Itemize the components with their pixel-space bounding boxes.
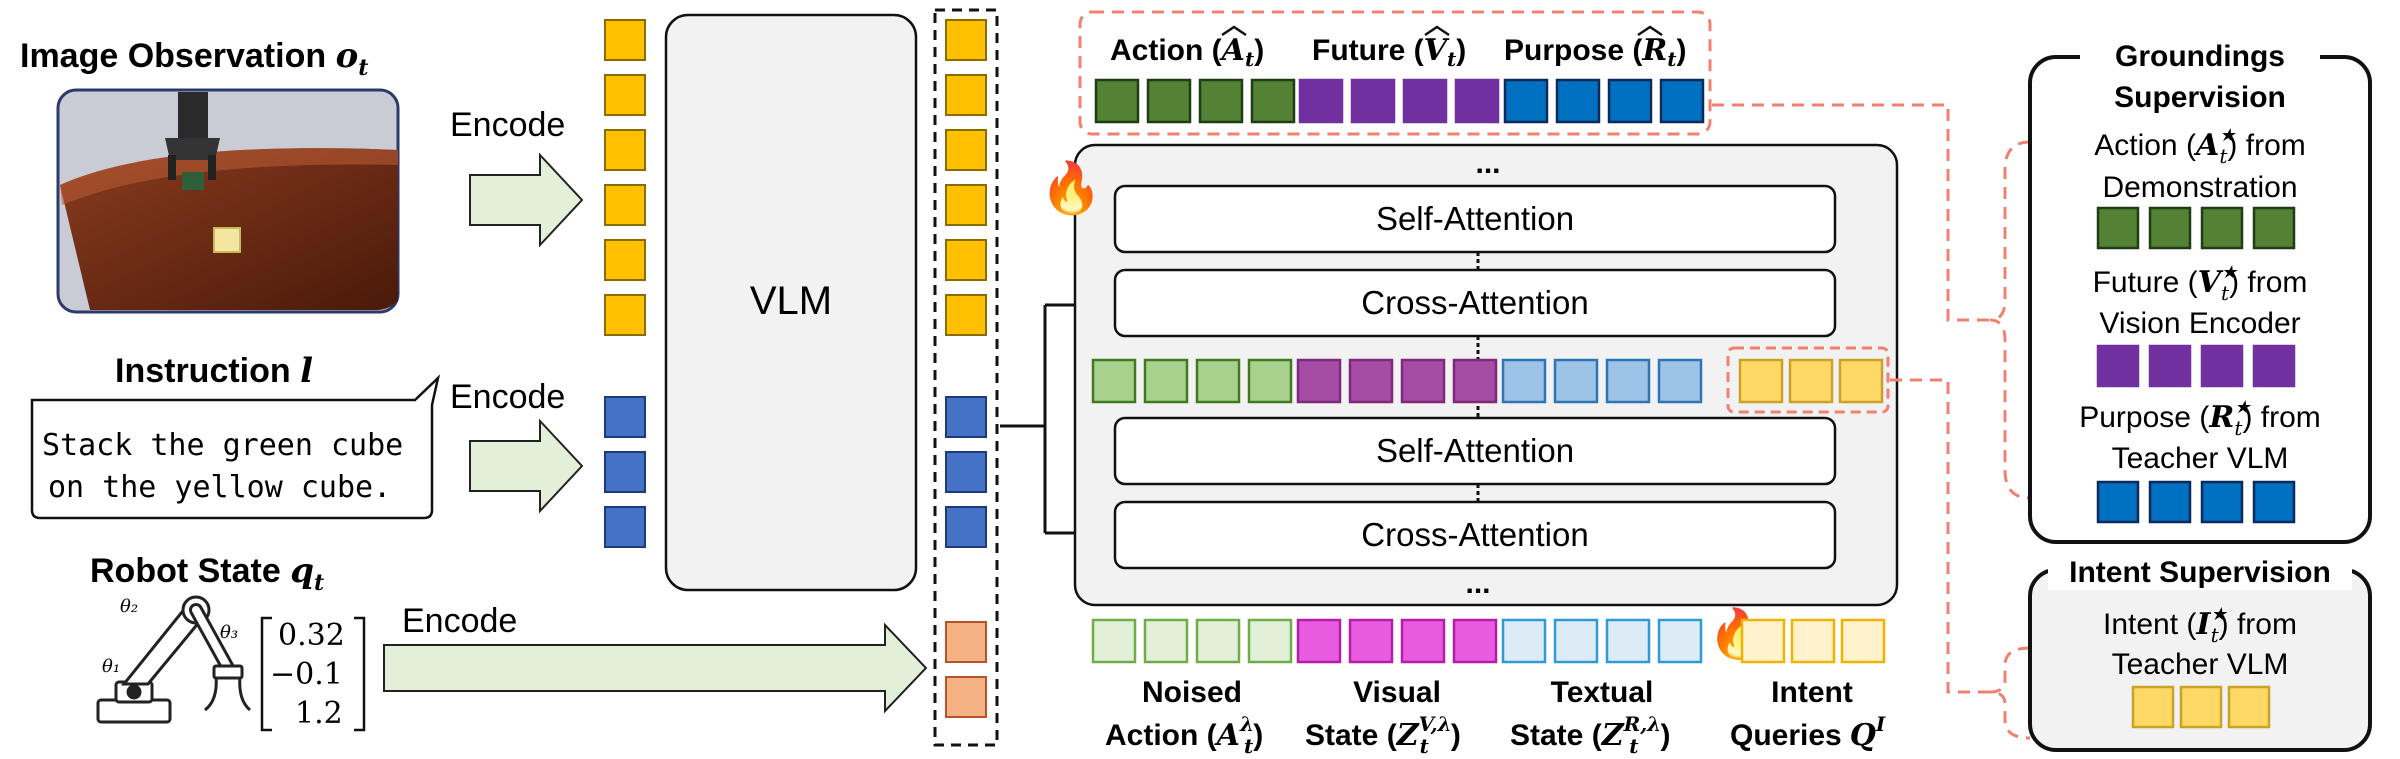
dashed-connector-intent: [1890, 378, 1990, 694]
groundings-action-tokens: [2096, 206, 2296, 250]
instruction-text-line1: Stack the green cube: [42, 428, 403, 463]
groundings-brace: [1989, 140, 2031, 500]
ellipsis-top: ...: [1475, 147, 1500, 180]
groundings-future-tokens: [2096, 344, 2296, 388]
encode-arrow-image: [469, 152, 584, 248]
self-attention-block-1: [1113, 184, 1837, 254]
mid-textual-tokens: [1501, 358, 1703, 404]
encode-arrow-instruction: [469, 418, 584, 514]
vlm-label: VLM: [750, 279, 832, 323]
noised-action-label-1: Noised: [1142, 676, 1242, 709]
state-bracket-left: [260, 616, 272, 732]
groundings-action-line1: Action (A★t) from: [2094, 125, 2306, 168]
state-value-3: 1.2: [295, 696, 343, 731]
bottom-intent-tokens: [1740, 618, 1886, 664]
cross-attention-label-2: Cross-Attention: [1361, 516, 1588, 553]
dashed-connector-top: [1712, 103, 1990, 322]
connector-line: [1000, 305, 1047, 533]
image-tokens-column: [604, 19, 646, 336]
top-action-tokens: [1094, 78, 1296, 124]
theta-2-label: θ₂: [120, 596, 138, 617]
encode-arrow-state: [383, 622, 928, 714]
ellipsis-bottom: ...: [1465, 567, 1490, 600]
theta-1-label: θ₁: [102, 656, 120, 677]
intent-brace: [1989, 646, 2031, 740]
text-tokens-column: [604, 396, 646, 548]
theta-3-label: θ₃: [220, 622, 238, 643]
top-purpose-tokens: [1503, 78, 1705, 124]
vlm-output-state-tokens: [945, 621, 987, 718]
visual-state-label-1: Visual: [1353, 676, 1441, 709]
intent-supervision-tokens: [2131, 685, 2271, 729]
bottom-action-tokens: [1091, 618, 1293, 664]
cross-attention-block-1: [1113, 268, 1837, 338]
groundings-purpose-tokens: [2096, 480, 2296, 524]
instruction-speech-bubble: [30, 374, 441, 520]
encode-label-instruction: Encode: [450, 378, 565, 416]
state-value-2: −0.1: [270, 657, 343, 692]
top-label-purpose: Purpose (Rt): [1504, 33, 1687, 71]
bottom-textual-tokens: [1501, 618, 1703, 664]
vlm-box: [664, 13, 918, 592]
top-future-tokens: [1298, 78, 1500, 124]
self-attention-block-2: [1113, 416, 1837, 486]
groundings-future-line1: Future (V★t) from: [2093, 262, 2308, 305]
state-bracket-right: [354, 616, 366, 732]
intent-supervision-line2: Teacher VLM: [2112, 648, 2289, 681]
robot-state-title: Robot State qt: [90, 551, 324, 596]
groundings-purpose-line1: Purpose (R★t) from: [2079, 397, 2321, 440]
vlm-output-image-tokens: [945, 19, 987, 336]
groundings-future-line2: Vision Encoder: [2099, 307, 2300, 340]
top-predictions-dashed-box: [1078, 10, 1712, 136]
image-observation-title: Image Observation ot: [20, 36, 368, 81]
cross-attention-label-1: Cross-Attention: [1361, 284, 1588, 321]
vlm-output-text-tokens: [945, 396, 987, 548]
state-value-1: 0.32: [278, 618, 345, 653]
self-attention-label-1: Self-Attention: [1376, 200, 1574, 237]
robot-scene-photo: [56, 88, 400, 314]
intent-queries-label-1: Intent: [1771, 676, 1853, 709]
groundings-title-2: Supervision: [2114, 81, 2286, 114]
cross-attention-block-2: [1113, 500, 1837, 570]
intent-supervision-title: Intent Supervision: [2069, 556, 2331, 589]
groundings-purpose-line2: Teacher VLM: [2112, 442, 2289, 475]
encode-label-state: Encode: [402, 602, 517, 640]
instruction-text-line2: on the yellow cube.: [48, 470, 391, 505]
textual-state-label-1: Textual: [1551, 676, 1654, 709]
self-attention-label-2: Self-Attention: [1376, 432, 1574, 469]
mid-intent-tokens: [1738, 358, 1884, 404]
robot-arm-icon: [96, 595, 252, 724]
instruction-title: Instruction l: [115, 351, 313, 391]
groundings-action-line2: Demonstration: [2102, 171, 2297, 204]
mid-intent-dashed-box: [1726, 346, 1890, 414]
mid-action-tokens: [1091, 358, 1293, 404]
top-label-action: Action (At): [1110, 33, 1264, 71]
groundings-title-1: Groundings: [2115, 40, 2285, 73]
mid-visual-tokens: [1296, 358, 1498, 404]
bottom-visual-tokens: [1296, 618, 1498, 664]
intent-supervision-line1: Intent (I★t) from: [2103, 604, 2297, 647]
top-label-future: Future (Vt): [1312, 33, 1466, 71]
encode-label-image: Encode: [450, 106, 565, 144]
vlm-output-dashed-box: [933, 8, 999, 747]
fire-icon-top: 🔥: [1040, 159, 1102, 216]
